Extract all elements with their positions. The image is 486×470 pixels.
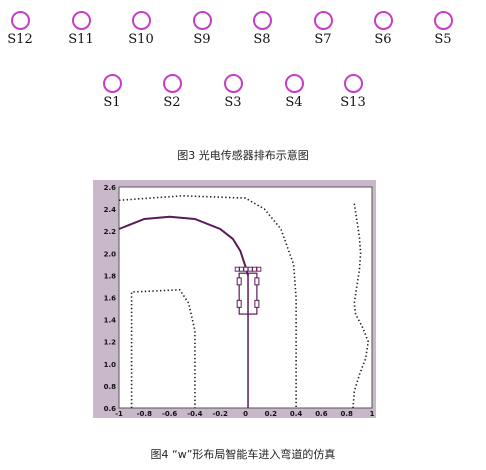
car-wheel bbox=[236, 299, 242, 308]
car-sensor-marker bbox=[234, 266, 240, 272]
sensor-circle-icon bbox=[223, 74, 243, 93]
sensor-circle-icon bbox=[162, 74, 182, 93]
sensor-label: S2 bbox=[163, 95, 181, 110]
outer-track-boundary bbox=[118, 194, 297, 408]
y-tick-label: 2.2 bbox=[104, 228, 117, 236]
sensor-label: S11 bbox=[68, 32, 94, 47]
sensor-s11: S11 bbox=[52, 11, 110, 47]
sensor-label: S3 bbox=[224, 95, 242, 110]
sensor-s3: S3 bbox=[204, 74, 262, 110]
sensor-s12: S12 bbox=[0, 11, 49, 47]
y-tick-label: 2.0 bbox=[104, 250, 117, 258]
sensor-label: S13 bbox=[340, 95, 366, 110]
sensor-label: S8 bbox=[253, 32, 271, 47]
vehicle-trajectory bbox=[118, 215, 249, 276]
sensor-circle-icon bbox=[131, 11, 151, 30]
sensor-s1: S1 bbox=[83, 74, 141, 110]
x-tick-label: 0.6 bbox=[315, 410, 328, 418]
x-tick-label: -0.2 bbox=[213, 410, 228, 418]
y-tick-label: 1.0 bbox=[104, 361, 117, 369]
car-wheel bbox=[254, 299, 260, 308]
sensor-circle-icon bbox=[313, 11, 333, 30]
x-tick-label: -0.4 bbox=[187, 410, 202, 418]
sensor-circle-icon bbox=[102, 74, 122, 93]
sensor-label: S10 bbox=[128, 32, 154, 47]
sensor-label: S5 bbox=[434, 32, 452, 47]
sensor-s2: S2 bbox=[143, 74, 201, 110]
car-body bbox=[238, 272, 258, 315]
x-tick-label: -0.6 bbox=[162, 410, 177, 418]
y-tick-label: 0.8 bbox=[104, 383, 117, 391]
y-tick-label: 2.4 bbox=[104, 206, 117, 214]
simulation-canvas: 2.62.42.22.01.81.61.41.21.00.80.6-1-0.8-… bbox=[104, 184, 375, 418]
y-tick-label: 1.6 bbox=[104, 295, 117, 303]
sensor-circle-icon bbox=[373, 11, 393, 30]
x-tick-label: 0 bbox=[243, 410, 248, 418]
sensor-label: S9 bbox=[193, 32, 211, 47]
x-tick-label: -1 bbox=[115, 410, 123, 418]
sensor-s7: S7 bbox=[294, 11, 352, 47]
car-wheel bbox=[254, 277, 260, 286]
sensor-s10: S10 bbox=[112, 11, 170, 47]
x-tick-label: 0.8 bbox=[340, 410, 353, 418]
y-tick-label: 1.8 bbox=[104, 272, 117, 280]
sensor-circle-icon bbox=[192, 11, 212, 30]
car-sensor-marker bbox=[256, 266, 262, 272]
sensor-s4: S4 bbox=[265, 74, 323, 110]
figure3-caption: 图3 光电传感器排布示意图 bbox=[177, 149, 309, 162]
sensor-s8: S8 bbox=[233, 11, 291, 47]
car-sensor-marker bbox=[243, 266, 249, 272]
sensor-s5: S5 bbox=[414, 11, 472, 47]
figure4-caption: 图4 “w”形布局智能车进入弯道的仿真 bbox=[150, 448, 336, 461]
sensor-label: S6 bbox=[374, 32, 392, 47]
sensor-s13: S13 bbox=[324, 74, 382, 110]
sensor-label: S1 bbox=[103, 95, 121, 110]
x-tick-label: -0.8 bbox=[137, 410, 152, 418]
sensor-circle-icon bbox=[343, 74, 363, 93]
x-tick-label: 1 bbox=[370, 410, 375, 418]
sensor-circle-icon bbox=[10, 11, 30, 30]
sensor-label: S4 bbox=[285, 95, 303, 110]
y-tick-label: 1.2 bbox=[104, 339, 117, 347]
sensor-label: S12 bbox=[7, 32, 33, 47]
x-tick-label: 0.4 bbox=[290, 410, 303, 418]
plot-area bbox=[118, 186, 373, 409]
y-tick-label: 1.4 bbox=[104, 317, 117, 325]
sensor-circle-icon bbox=[433, 11, 453, 30]
car-sensor-marker bbox=[239, 266, 244, 272]
sensor-circle-icon bbox=[71, 11, 91, 30]
car-wheel bbox=[236, 277, 242, 286]
sensor-s6: S6 bbox=[354, 11, 412, 47]
sensor-circle-icon bbox=[284, 74, 304, 93]
inner-track-boundary bbox=[130, 288, 196, 408]
car-sensor-marker bbox=[252, 266, 257, 272]
y-tick-label: 2.6 bbox=[104, 184, 117, 192]
y-tick-label: 0.6 bbox=[104, 405, 117, 413]
x-tick-label: 0.2 bbox=[265, 410, 278, 418]
car-sensor-marker bbox=[247, 266, 253, 272]
sensor-label: S7 bbox=[314, 32, 332, 47]
sensor-circle-icon bbox=[252, 11, 272, 30]
sensor-s9: S9 bbox=[173, 11, 231, 47]
